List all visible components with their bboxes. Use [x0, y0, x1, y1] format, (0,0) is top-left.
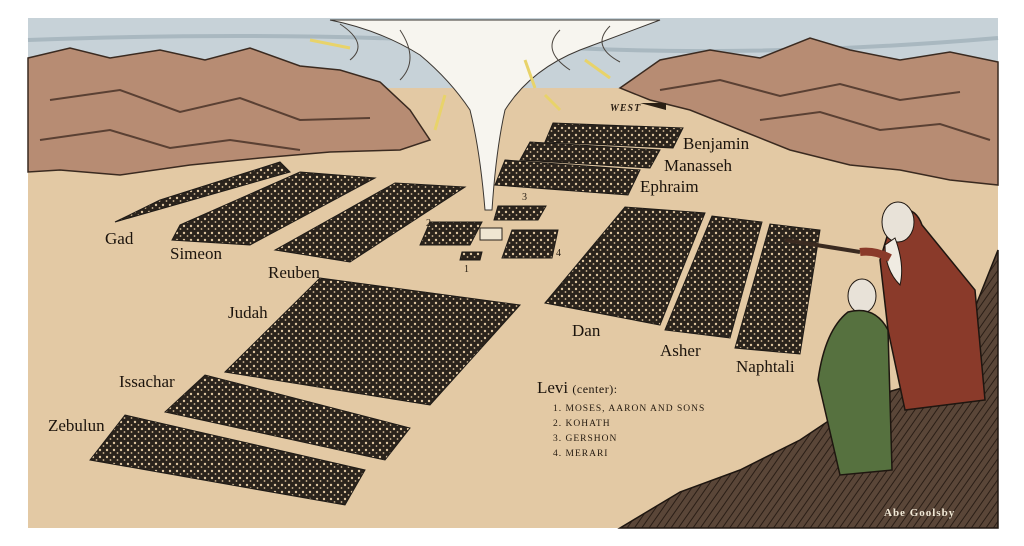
- legend-title: Levi (center):: [537, 378, 705, 398]
- camp-zebulun: [89, 414, 366, 506]
- label-dan: Dan: [572, 321, 601, 340]
- camp-asher: [664, 215, 763, 339]
- label-judah: Judah: [228, 303, 268, 322]
- legend-item: 3. GERSHON: [553, 434, 618, 444]
- label-benjamin: Benjamin: [683, 134, 750, 153]
- label-issachar: Issachar: [119, 372, 175, 391]
- camp-dan: [544, 206, 706, 326]
- camp-reuben: [273, 182, 467, 263]
- legend-subtitle: (center):: [572, 382, 618, 396]
- label-reuben: Reuben: [268, 263, 320, 282]
- label-gad: Gad: [105, 229, 134, 248]
- label-ephraim: Ephraim: [640, 177, 699, 196]
- levi-legend: Levi (center): 1. MOSES, AARON AND SONS …: [537, 378, 705, 462]
- camp-gad: [114, 161, 291, 223]
- mountains-right: [618, 37, 999, 186]
- legend-list: 1. MOSES, AARON AND SONS 2. KOHATH 3. GE…: [537, 402, 705, 462]
- center-number-4: 4: [556, 248, 561, 259]
- camp-benjamin: [544, 122, 684, 149]
- joshua-figure: [817, 278, 893, 476]
- center-number-1: 1: [464, 264, 469, 275]
- label-naphtali: Naphtali: [736, 357, 795, 376]
- mountains-left: [27, 47, 432, 176]
- camp-ephraim: [494, 159, 641, 196]
- levite-camp-1: [459, 251, 483, 261]
- light-rays: [309, 38, 611, 131]
- label-simeon: Simeon: [170, 244, 222, 263]
- west-arrow: [640, 103, 666, 110]
- pillar-of-cloud: [329, 19, 661, 211]
- camp-manasseh: [519, 141, 661, 169]
- moses-figure: [784, 201, 986, 411]
- tabernacle: [479, 227, 503, 241]
- camp-naphtali: [734, 223, 821, 355]
- legend-item: 1. MOSES, AARON AND SONS: [553, 404, 706, 414]
- label-west: WEST: [610, 103, 642, 114]
- camp-issachar: [163, 374, 411, 461]
- levite-camp-2: [419, 221, 483, 246]
- center-number-3: 3: [522, 192, 527, 203]
- legend-item: 2. KOHATH: [553, 419, 611, 429]
- legend-title-levi: Levi: [537, 378, 569, 397]
- artist-signature: Abe Goolsby: [884, 507, 956, 519]
- label-asher: Asher: [660, 341, 701, 360]
- label-zebulun: Zebulun: [48, 416, 105, 435]
- camp-judah: [223, 277, 522, 406]
- camp-simeon: [171, 171, 377, 246]
- levite-camp-3: [493, 205, 547, 221]
- rocky-cliff: [617, 249, 999, 529]
- levite-camp-4: [501, 229, 559, 259]
- label-manasseh: Manasseh: [664, 156, 732, 175]
- legend-item: 4. MERARI: [553, 449, 609, 459]
- center-number-2: 2: [426, 218, 431, 229]
